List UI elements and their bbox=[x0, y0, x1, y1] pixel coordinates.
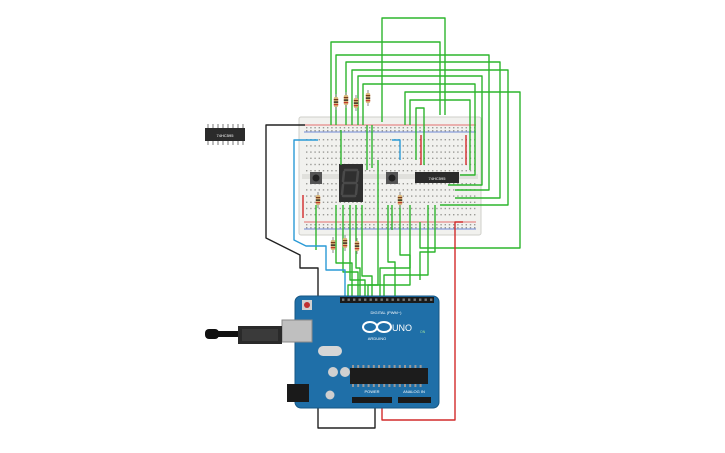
reset-button[interactable] bbox=[304, 302, 310, 308]
resistor-icon[interactable] bbox=[330, 237, 336, 253]
arduino-uno[interactable]: DIGITAL (PWM~) UNO ARDUINO ON POWER ANAL… bbox=[281, 295, 440, 409]
breadboard-ic-label: 74HC595 bbox=[429, 176, 447, 181]
loose-ic-label: 74HC595 bbox=[217, 133, 235, 138]
analog-label: ANALOG IN bbox=[403, 389, 425, 394]
resistor-icon[interactable] bbox=[343, 92, 349, 108]
atmega-chip bbox=[350, 368, 428, 384]
power-label: POWER bbox=[364, 389, 379, 394]
uno-logo: UNO bbox=[392, 323, 412, 333]
loose-ic-74hc595[interactable]: 74HC595 bbox=[205, 124, 245, 145]
resistor-icon[interactable] bbox=[315, 192, 321, 208]
seven-segment-icon[interactable] bbox=[339, 164, 363, 202]
pushbutton-icon[interactable] bbox=[386, 172, 398, 184]
resistor-icon[interactable] bbox=[353, 95, 359, 111]
arduino-logo-icon bbox=[362, 321, 392, 333]
brand-label: ARDUINO bbox=[368, 336, 386, 341]
usb-cable-icon[interactable] bbox=[205, 326, 282, 344]
on-label: ON bbox=[420, 330, 426, 334]
red-wire[interactable] bbox=[381, 221, 463, 421]
resistor-icon[interactable] bbox=[354, 238, 360, 254]
resistor-icon[interactable] bbox=[333, 94, 339, 110]
blue-wires[interactable] bbox=[293, 139, 401, 298]
green-wires[interactable] bbox=[315, 17, 521, 298]
pushbutton-icon[interactable] bbox=[310, 172, 322, 184]
digital-label: DIGITAL (PWM~) bbox=[371, 310, 403, 315]
resistor-icon[interactable] bbox=[342, 235, 348, 251]
breadboard-ic-74hc595[interactable]: 74HC595 bbox=[415, 172, 459, 183]
power-jack-icon[interactable] bbox=[287, 384, 309, 402]
resistor-icon[interactable] bbox=[397, 192, 403, 208]
resistor-icon[interactable] bbox=[365, 90, 371, 106]
